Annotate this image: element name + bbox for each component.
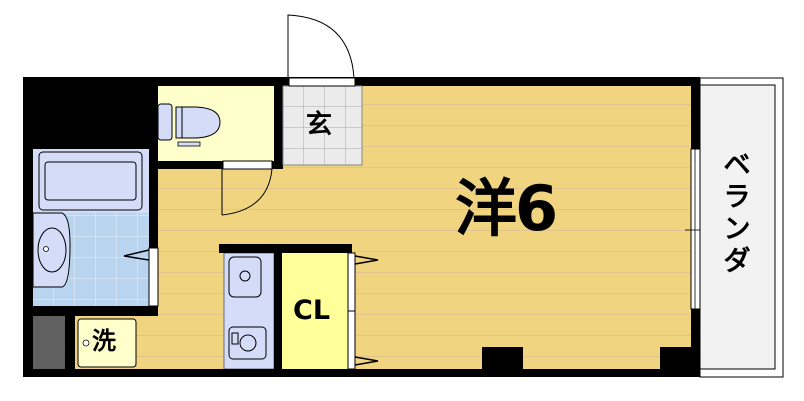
stove-icon [228,326,267,360]
pillar [660,347,691,369]
sink-icon [228,256,262,298]
pillar [482,347,523,369]
washer-drain-icon [82,339,90,347]
entrance-door-swing [287,14,355,79]
toilet-door-swing [221,168,273,216]
veranda-label: ベランダ [723,150,751,277]
veranda-window [690,148,701,310]
toilet-door-gap [222,160,273,170]
washer-pan [77,318,137,368]
closet-floor [282,253,348,369]
washbasin-icon [32,212,71,288]
toilet-wall-right [274,86,283,169]
bathroom-door-gap [148,247,159,307]
entrance-tiles [283,86,362,165]
pipe-space [33,316,65,369]
kitchen-top-wall [219,244,352,253]
toilet-wall-bottom [158,161,283,169]
closet-wall-left [274,253,282,369]
closet-door-fold-top [354,255,379,265]
entrance-door-gap [288,77,356,87]
closet-door-fold-bottom [354,356,379,366]
entrance-label: 玄 [306,110,333,140]
bathtub-icon [33,149,149,213]
washer-label: 洗 [92,327,116,355]
toilet-icon [157,103,221,147]
closet-label: CL [293,295,331,326]
main-room-label: 洋6 [455,172,558,245]
bathroom-door-fold [123,249,150,261]
